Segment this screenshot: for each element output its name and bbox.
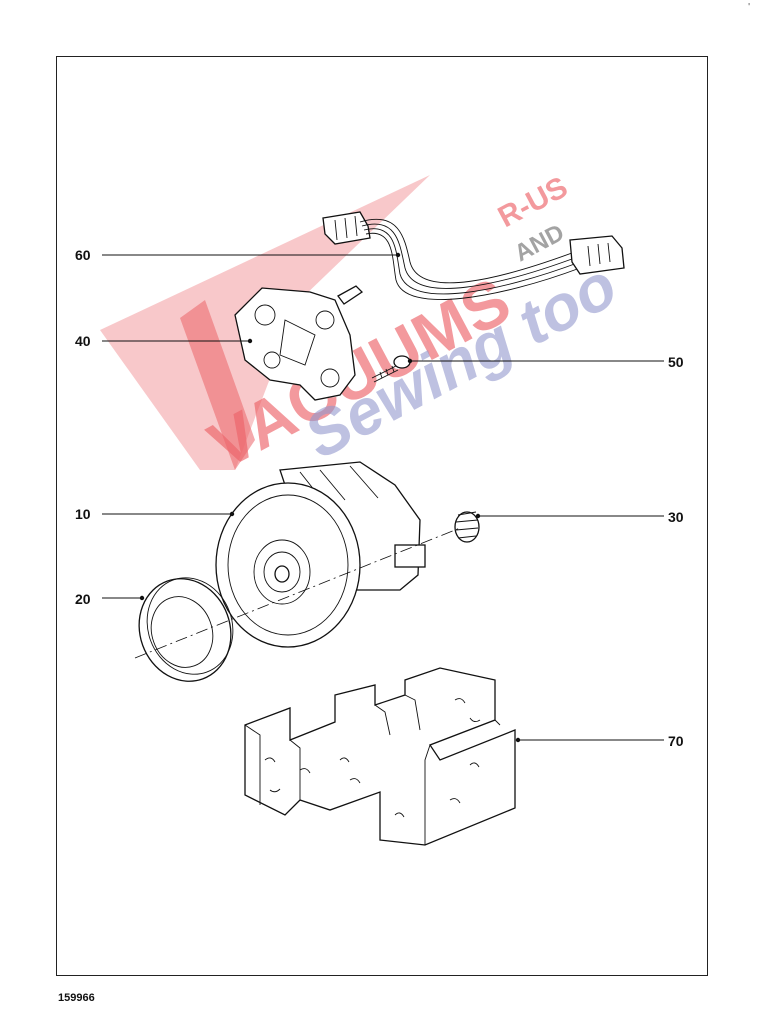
- corner-mark: ': [748, 2, 750, 13]
- drawing-number: 159966: [58, 992, 95, 1004]
- callout-70: 70: [515, 733, 684, 749]
- callout-label-70: 70: [668, 733, 684, 749]
- brush-holder-bracket-part: [234, 285, 364, 401]
- callout-20: 20: [75, 591, 145, 607]
- callout-40: 40: [75, 333, 253, 349]
- gear-part: [454, 511, 480, 543]
- callout-label-20: 20: [75, 591, 91, 607]
- callout-label-60: 60: [75, 247, 91, 263]
- harness-connector-left: [322, 211, 371, 245]
- seal-ring-part: [138, 577, 234, 682]
- callout-30: 30: [475, 509, 684, 525]
- watermark-v-stroke: [180, 300, 255, 470]
- foam-insert-part: [244, 667, 516, 846]
- callout-label-50: 50: [668, 354, 684, 370]
- callout-60: 60: [75, 247, 401, 263]
- drawing-frame: [56, 56, 708, 976]
- callout-label-30: 30: [668, 509, 684, 525]
- motor-part: [215, 461, 426, 648]
- harness-connector-right: [569, 235, 625, 275]
- watermark-rus-text: R-US: [493, 171, 573, 235]
- callout-label-10: 10: [75, 506, 91, 522]
- callout-10: 10: [75, 506, 235, 522]
- callout-50: 50: [407, 354, 684, 370]
- wiring-harness-part: [322, 211, 625, 300]
- callout-label-40: 40: [75, 333, 91, 349]
- assembly-axis-line: [134, 527, 461, 659]
- watermark-logo: VACUUMS R-US AND Sewing too: [100, 171, 628, 482]
